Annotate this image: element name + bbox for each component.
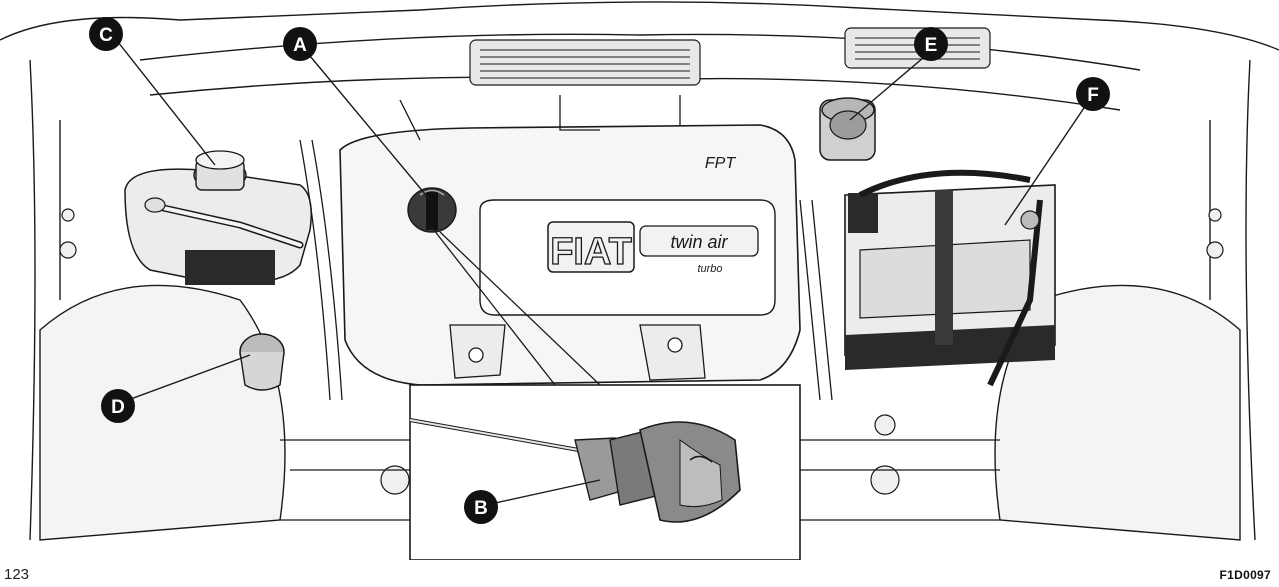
washer-fluid-reservoir bbox=[239, 333, 285, 391]
page-number: 123 bbox=[4, 566, 30, 583]
vent-slats bbox=[480, 37, 980, 79]
callout-d: D bbox=[101, 389, 135, 423]
callout-e: E bbox=[914, 27, 948, 61]
hoses bbox=[299, 95, 833, 401]
coolant-expansion-tank bbox=[124, 150, 312, 285]
engine-sub-text: turbo bbox=[697, 263, 722, 275]
battery bbox=[844, 169, 1056, 387]
fpt-logo-text: FPT bbox=[705, 155, 736, 172]
dipstick-inset bbox=[409, 224, 801, 561]
callout-d-label: D bbox=[111, 397, 125, 418]
brake-fluid-reservoir bbox=[819, 97, 876, 161]
callout-e-label: E bbox=[925, 35, 938, 56]
callout-a: A bbox=[283, 27, 317, 61]
left-headlight bbox=[39, 284, 286, 541]
callout-b: B bbox=[464, 490, 498, 524]
engine-cover bbox=[339, 124, 801, 386]
engine-name-text: twin air bbox=[670, 232, 728, 252]
callout-f-label: F bbox=[1087, 85, 1099, 106]
callout-leaders bbox=[117, 41, 1089, 506]
engine-bay-illustration: FIAT twin air turbo FPT bbox=[0, 1, 1279, 561]
callout-a-label: A bbox=[293, 35, 307, 56]
oil-filler-cap bbox=[407, 187, 457, 233]
callout-c: C bbox=[89, 17, 123, 51]
callout-c-label: C bbox=[99, 25, 113, 46]
fiat-logo-text: FIAT bbox=[550, 231, 632, 273]
fender-brackets bbox=[59, 208, 1224, 495]
callout-b-label: B bbox=[474, 498, 488, 519]
figure-code: F1D0097 bbox=[1219, 568, 1271, 582]
lower-cross-member bbox=[280, 439, 1000, 521]
callout-f: F bbox=[1076, 77, 1110, 111]
